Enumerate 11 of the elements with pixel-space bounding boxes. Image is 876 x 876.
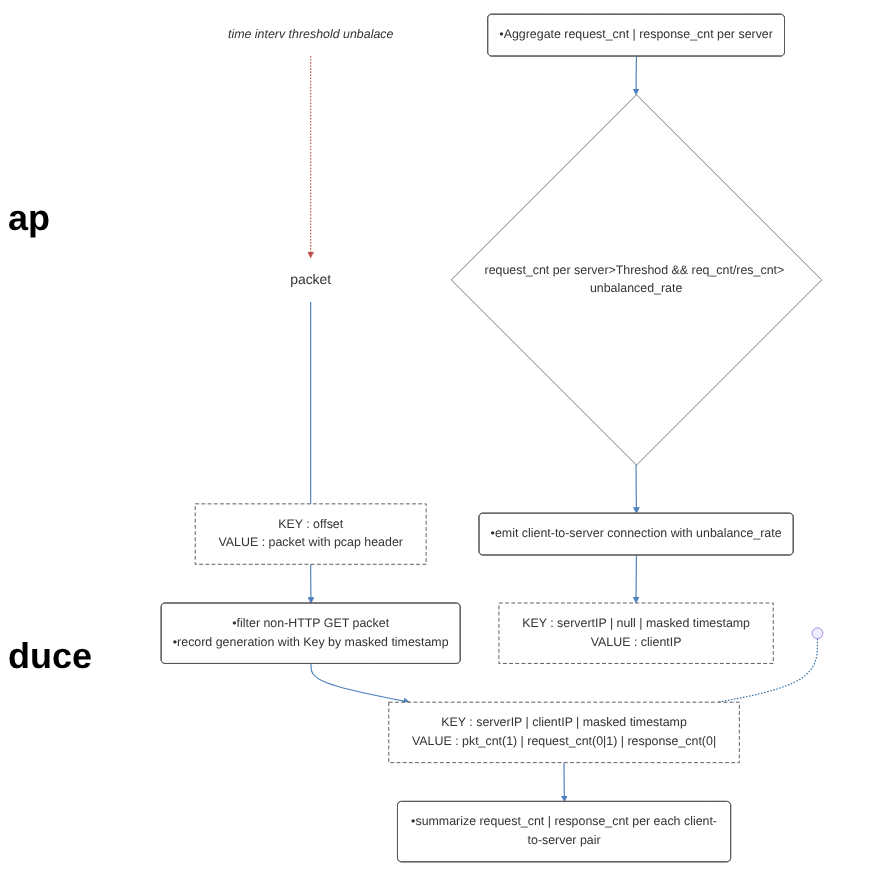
section-label: duce bbox=[8, 636, 95, 678]
connector bbox=[717, 638, 818, 703]
arrow bbox=[560, 762, 568, 803]
arrow bbox=[633, 464, 640, 514]
arrow bbox=[632, 554, 640, 604]
arrow bbox=[307, 563, 315, 604]
arrow bbox=[310, 663, 410, 705]
arrow bbox=[307, 55, 315, 259]
connector bbox=[310, 301, 312, 505]
section-label: ap bbox=[8, 198, 53, 240]
arrow bbox=[632, 55, 640, 96]
